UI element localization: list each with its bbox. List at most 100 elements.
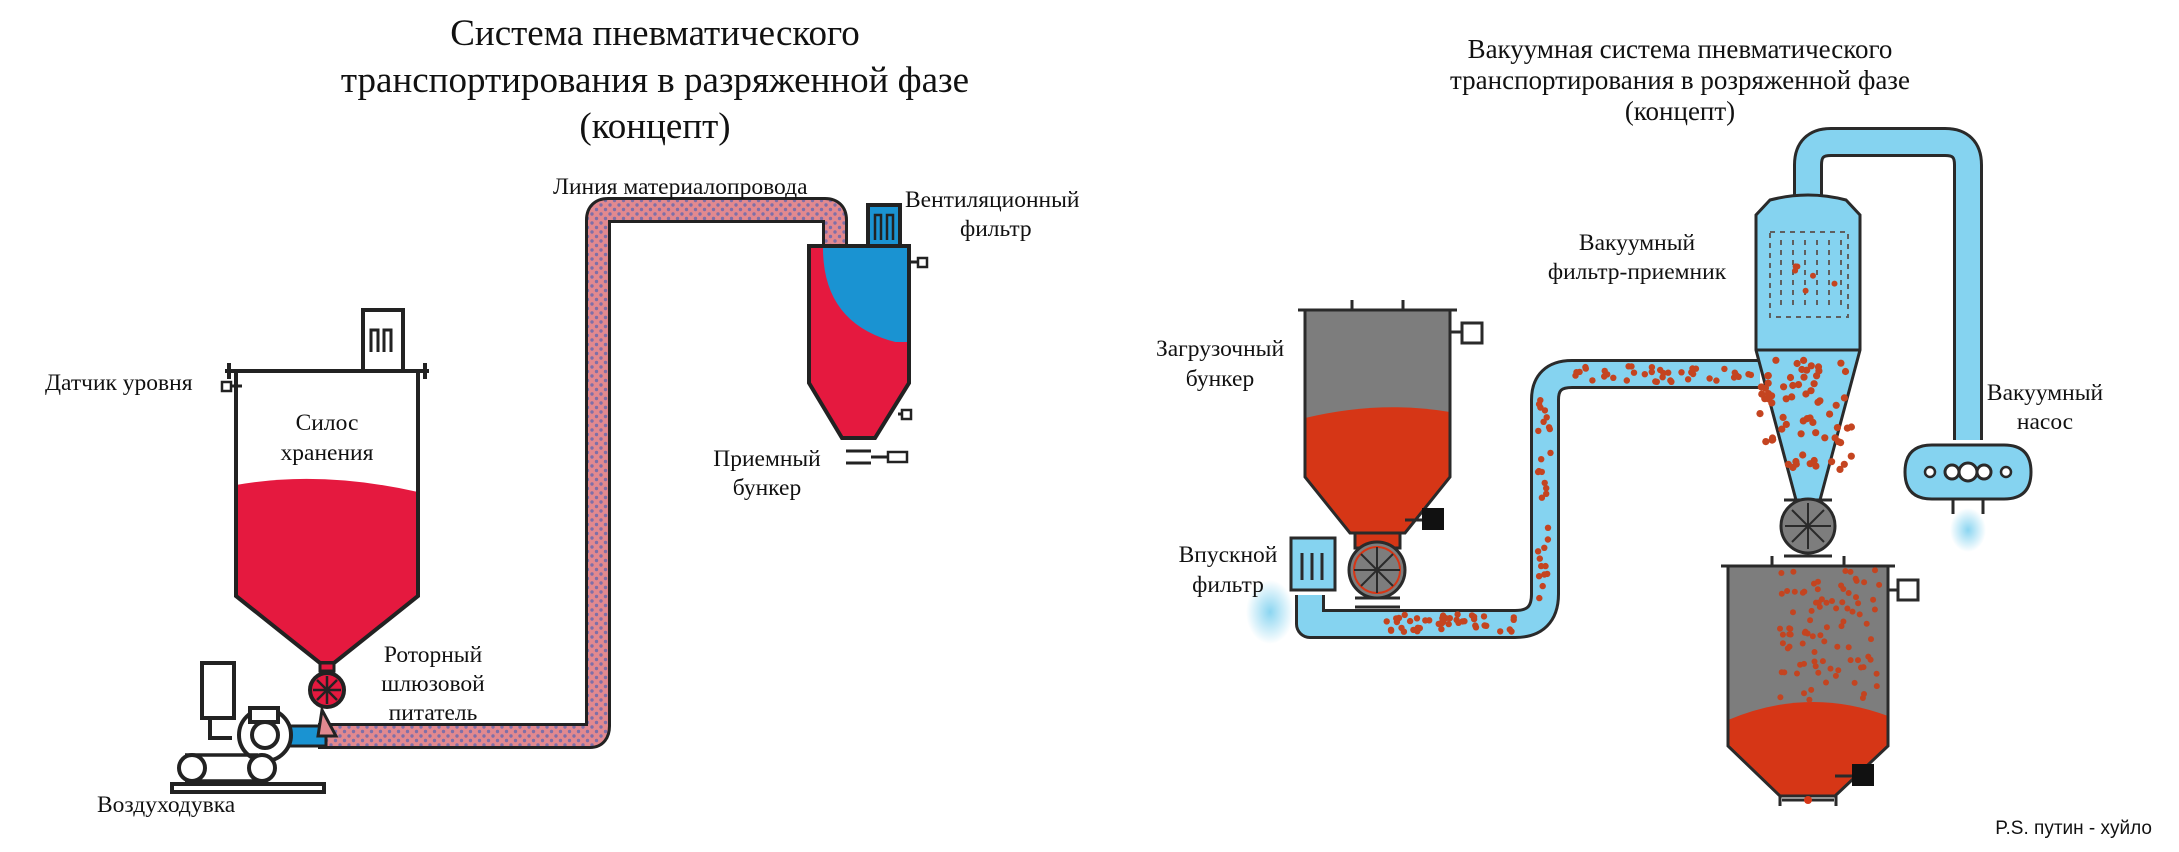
- material-particle: [1807, 362, 1815, 370]
- material-particle: [1779, 640, 1786, 647]
- material-particle: [1534, 548, 1542, 555]
- material-particle: [1648, 368, 1656, 376]
- material-particle: [1684, 376, 1692, 383]
- material-particle: [1838, 623, 1845, 630]
- material-particle: [1861, 691, 1867, 697]
- feed-hopper: [1298, 300, 1484, 550]
- material-particle: [1786, 631, 1793, 638]
- material-particle: [1541, 407, 1549, 414]
- material-particle: [1873, 670, 1880, 677]
- material-particle: [1837, 439, 1845, 447]
- material-particle: [1803, 415, 1811, 423]
- material-particle: [1762, 438, 1770, 446]
- material-particle: [1768, 434, 1777, 442]
- material-particle: [1860, 664, 1867, 671]
- material-particle: [1678, 369, 1685, 376]
- material-particle: [1873, 683, 1880, 690]
- material-particle: [1817, 632, 1824, 639]
- vacuum-transport-pipe: [1295, 127, 1983, 639]
- material-particle: [1539, 582, 1546, 590]
- material-particle: [1772, 356, 1780, 364]
- material-particle: [1844, 605, 1851, 612]
- material-particle: [1784, 460, 1792, 468]
- material-particle: [1801, 660, 1807, 667]
- material-particle: [1721, 365, 1728, 373]
- material-particle: [1839, 599, 1846, 606]
- material-particle: [1801, 588, 1808, 595]
- material-particle: [1538, 468, 1546, 476]
- material-particle: [1810, 272, 1816, 279]
- material-particle: [1630, 369, 1638, 376]
- material-particle: [1665, 369, 1672, 376]
- material-particle: [1779, 631, 1786, 638]
- label-receiver-line-1: Приемный: [713, 446, 821, 472]
- material-particle: [1536, 594, 1543, 602]
- material-particle: [1791, 588, 1798, 595]
- right-diagram: Вакуумная система пневматического трансп…: [1156, 34, 2104, 806]
- material-particle: [1461, 618, 1468, 625]
- material-particle: [1545, 424, 1553, 431]
- material-particle: [1840, 586, 1847, 592]
- label-feed-hopper-line-1: Загрузочный: [1156, 336, 1285, 362]
- material-particle: [1782, 420, 1790, 428]
- material-particle: [1826, 410, 1834, 418]
- label-vacuum-pump-line-2: насос: [2017, 409, 2073, 435]
- label-rotary-valve-line-1: Роторный: [384, 642, 483, 668]
- left-diagram: Система пневматического транспортировани…: [45, 13, 1080, 818]
- material-particle: [1853, 594, 1859, 601]
- material-particle: [1837, 359, 1845, 367]
- material-particle: [1847, 423, 1855, 431]
- label-rotary-valve-line-2: шлюзовой: [381, 671, 485, 697]
- inlet-filter-icon: [1246, 536, 1337, 644]
- material-particle: [1778, 570, 1785, 576]
- material-particle: [1814, 586, 1821, 593]
- material-particle: [1807, 387, 1815, 395]
- material-particle: [1537, 397, 1544, 404]
- material-particle: [1777, 625, 1783, 632]
- label-vent-filter-line-1: Вентиляционный: [905, 187, 1080, 213]
- material-particle: [1840, 460, 1848, 468]
- material-particle: [1453, 616, 1460, 624]
- feed-rotary-valve-icon: [1347, 540, 1407, 609]
- material-particle: [1648, 364, 1656, 371]
- material-particle: [1472, 624, 1480, 631]
- material-particle: [1840, 618, 1847, 625]
- material-particle: [1653, 378, 1661, 385]
- material-particle: [1470, 615, 1478, 623]
- material-particle: [1832, 672, 1839, 679]
- material-particle: [1544, 524, 1552, 531]
- material-particle: [1842, 568, 1849, 574]
- material-particle: [1792, 267, 1799, 274]
- material-particle: [1395, 614, 1403, 622]
- right-title-line-3: (концепт): [1625, 96, 1735, 126]
- material-particle: [1438, 625, 1445, 633]
- material-particle: [1764, 372, 1772, 380]
- material-particle: [1601, 373, 1608, 380]
- material-particle: [1628, 363, 1635, 370]
- left-title-line-2: транспортирования в разряженной фазе: [341, 60, 969, 101]
- material-particle: [1538, 494, 1546, 501]
- material-particle: [1834, 643, 1841, 650]
- material-particle: [1713, 377, 1720, 384]
- material-particle: [1868, 636, 1874, 643]
- material-particle: [1872, 567, 1878, 574]
- material-particle: [1779, 413, 1787, 421]
- label-receiver-line-2: бункер: [733, 475, 801, 501]
- material-particle: [1781, 669, 1788, 676]
- material-particle: [1481, 622, 1488, 629]
- material-particle: [1764, 395, 1773, 403]
- material-particle: [1794, 670, 1800, 677]
- material-particle: [1831, 280, 1838, 287]
- material-particle: [1802, 287, 1809, 294]
- material-particle: [1506, 626, 1514, 633]
- material-particle: [1541, 479, 1548, 487]
- material-particle: [1706, 375, 1713, 382]
- receiver-hopper: [807, 203, 929, 465]
- material-particle: [1758, 390, 1766, 398]
- material-particle: [1589, 377, 1596, 384]
- vent-filter-icon: [866, 203, 902, 248]
- material-particle: [1387, 627, 1395, 634]
- footnote: P.S. путин - хуйло: [1995, 818, 2152, 839]
- material-particle: [1847, 568, 1854, 575]
- material-particle: [1398, 624, 1405, 632]
